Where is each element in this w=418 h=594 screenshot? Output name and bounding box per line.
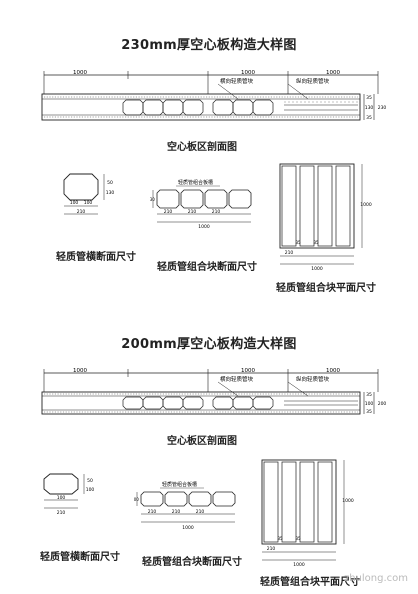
section2-slab-caption: 空心板区剖面图 [167, 436, 237, 447]
dim-top-2: 1000 [241, 368, 255, 374]
combo-dim-2: 210 [172, 509, 181, 515]
combo-dim-h: 100 [134, 497, 139, 502]
section2-combo-caption: 轻质管组合块断面尺寸 [142, 557, 242, 568]
combo-dim-3: 210 [212, 209, 221, 215]
combo-block-plan-200: 1000 210 35 35 1000 [261, 459, 354, 568]
dim-right-2: 100 [365, 401, 374, 407]
watermark: zhulong.com [343, 573, 408, 584]
pipe-cross-section-200: 50 100 100 210 [43, 473, 95, 516]
combo-label: 轻质管组合板槽 [162, 481, 197, 488]
combo-dim-total: 1000 [198, 224, 210, 230]
section2-plan-caption: 轻质管组合块平面尺寸 [260, 577, 360, 588]
section2-title: 200mm厚空心板构造大样图 [121, 337, 297, 352]
combo-block-section-230: 轻质管组合板槽 130 210 210 210 1000 [150, 179, 252, 230]
plan-dim-b: 35 [295, 240, 301, 245]
pipe-dim-w1: 100 [57, 495, 66, 501]
plan-dim-c: 35 [313, 240, 319, 245]
dim-right-1: 35 [366, 95, 372, 101]
pipe-dim-h1: 50 [107, 180, 113, 186]
plan-dim-a: 210 [267, 546, 276, 552]
combo-dim-3: 210 [196, 509, 205, 515]
dim-right-total: 230 [378, 105, 387, 111]
dim-top-3: 1000 [326, 368, 340, 374]
dim-right-3: 35 [366, 115, 372, 121]
pipe-dim-h2: 100 [86, 487, 95, 493]
combo-dim-h: 130 [150, 197, 155, 202]
pipe-dim-h1: 50 [87, 478, 93, 484]
dim-top-3: 1000 [326, 70, 340, 76]
combo-label: 轻质管组合板槽 [178, 179, 213, 186]
pipe-cross-section-230: 50 130 100 100 210 [63, 173, 115, 215]
combo-dim-1: 210 [148, 509, 157, 515]
slab-section-230: 1000 1000 1000 横向轻质管块 纵向轻质管块 35 130 35 2… [41, 70, 387, 121]
section1-combo-caption: 轻质管组合块断面尺寸 [157, 262, 257, 273]
pipe-dim-w1: 100 [70, 200, 79, 206]
plan-dim-a: 210 [285, 250, 294, 256]
pipe-dim-w3: 210 [77, 209, 86, 215]
plan-dim-total: 1000 [311, 266, 323, 272]
dim-right-total: 200 [378, 401, 387, 407]
pipe-dim-h2: 130 [106, 190, 115, 196]
section1-plan-caption: 轻质管组合块平面尺寸 [276, 283, 376, 294]
dim-top-1: 1000 [73, 368, 87, 374]
dim-top-2: 1000 [241, 70, 255, 76]
pipe-dim-w2: 100 [84, 200, 93, 206]
plan-dim-height: 1000 [360, 202, 372, 208]
slab-section-200: 1000 1000 1000 横向轻质管块 纵向轻质管块 35 100 35 2… [41, 368, 387, 415]
plan-dim-height: 1000 [342, 498, 354, 504]
combo-dim-2: 210 [188, 209, 197, 215]
section2-pipe-caption: 轻质管横断面尺寸 [40, 552, 120, 563]
label-transverse-pipe: 横向轻质管块 [220, 375, 254, 383]
plan-dim-total: 1000 [293, 562, 305, 568]
section1-slab-caption: 空心板区剖面图 [167, 142, 237, 153]
combo-dim-1: 210 [164, 209, 173, 215]
label-transverse-pipe: 横向轻质管块 [220, 77, 254, 85]
combo-block-section-200: 轻质管组合板槽 100 210 210 210 1000 [134, 481, 236, 531]
section1-title: 230mm厚空心板构造大样图 [121, 38, 297, 53]
label-longitudinal-pipe: 纵向轻质管块 [296, 375, 330, 383]
combo-block-plan-230: 1000 210 35 35 1000 [279, 163, 372, 272]
dim-top-1: 1000 [73, 70, 87, 76]
dim-right-3: 35 [366, 409, 372, 415]
dim-right-2: 130 [365, 105, 374, 111]
section1-pipe-caption: 轻质管横断面尺寸 [56, 252, 136, 263]
combo-dim-total: 1000 [182, 525, 194, 531]
plan-dim-b: 35 [277, 536, 283, 541]
dim-right-1: 35 [366, 392, 372, 398]
plan-dim-c: 35 [295, 536, 301, 541]
label-longitudinal-pipe: 纵向轻质管块 [296, 77, 330, 85]
pipe-dim-w3: 210 [57, 510, 66, 516]
